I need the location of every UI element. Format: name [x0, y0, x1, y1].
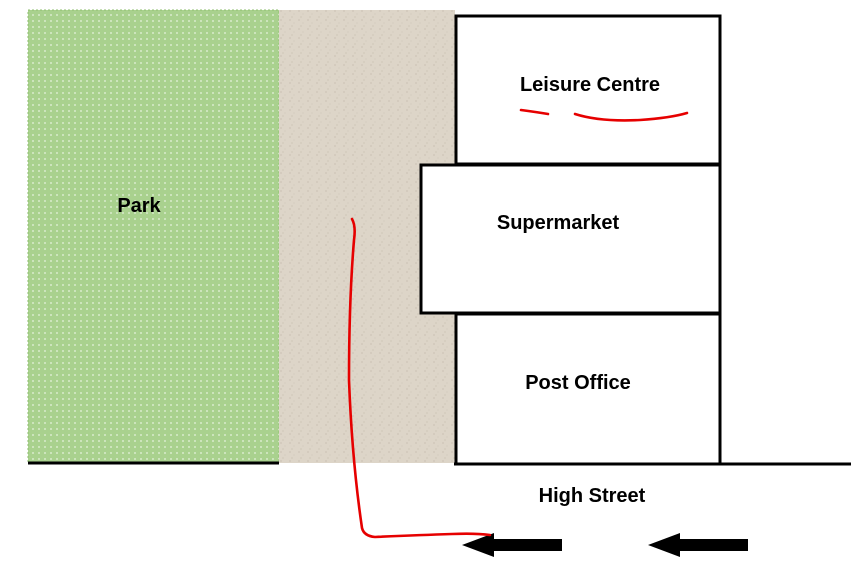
- supermarket-building: [419, 163, 722, 315]
- high-street-label: High Street: [539, 485, 646, 507]
- supermarket-label: Supermarket: [497, 212, 620, 234]
- traffic-arrow-left-2: [648, 533, 748, 557]
- park-label: Park: [117, 195, 161, 217]
- leisure-centre-label: Leisure Centre: [520, 74, 660, 96]
- leisure-centre-building: [454, 14, 722, 166]
- traffic-arrow-left-1: [462, 533, 562, 557]
- underline-annotation-2: [573, 111, 689, 122]
- park-area: [27, 9, 280, 464]
- underline-annotation-1: [519, 108, 550, 116]
- post-office-label: Post Office: [525, 372, 631, 394]
- route-annotation: [347, 217, 492, 539]
